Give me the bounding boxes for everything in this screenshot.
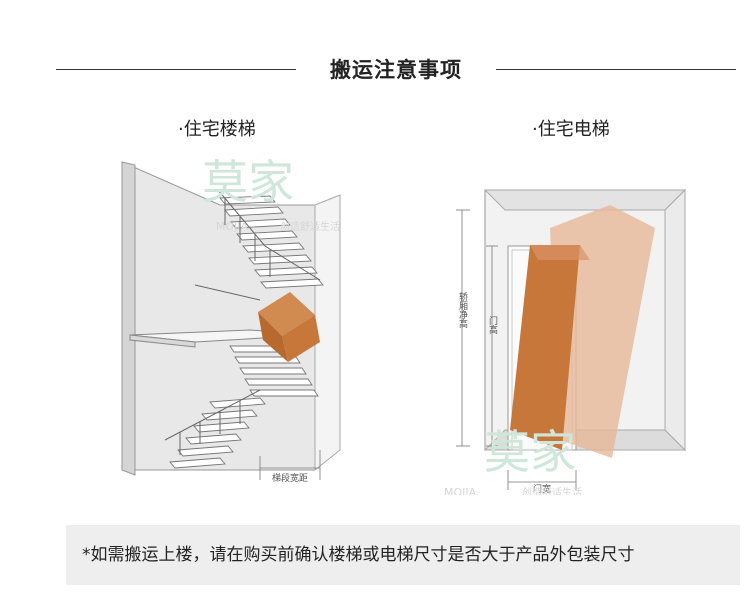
stairs-width-label: 梯段宽距 bbox=[272, 472, 308, 484]
stairs-package-box bbox=[258, 292, 320, 362]
page-title: 搬运注意事项 bbox=[330, 58, 462, 82]
header-divider-right bbox=[496, 69, 736, 70]
section-header: 搬运注意事项 bbox=[0, 52, 755, 88]
stairs-lower-flight bbox=[169, 397, 266, 469]
header-divider-left bbox=[56, 69, 296, 70]
elevator-height-dimension bbox=[456, 209, 470, 447]
elevator-height-label: 轿厢净高 bbox=[457, 291, 468, 329]
stairs-illustration: 莫家 MOJIA 创造舒适生活 梯段宽距 bbox=[100, 150, 400, 490]
elevator-caption: ·住宅电梯 bbox=[532, 119, 610, 140]
watermark-slogan: 创造舒适生活 bbox=[280, 220, 340, 233]
note-box: *如需搬运上楼，请在购买前确认楼梯或电梯尺寸是否大于产品外包装尺寸 bbox=[66, 525, 740, 585]
watermark-logo: 莫家 bbox=[202, 155, 294, 209]
elevator-door-width-label: 门宽 bbox=[533, 483, 551, 495]
stairs-upper-flight bbox=[219, 195, 324, 289]
watermark-brand: MOJIA bbox=[216, 220, 249, 233]
watermark-logo-2: 莫家 bbox=[484, 425, 576, 479]
stairs-railing bbox=[164, 189, 321, 455]
stairs-caption: ·住宅楼梯 bbox=[178, 119, 256, 140]
elevator-door-height-label: 门高 bbox=[487, 315, 498, 335]
note-text: *如需搬运上楼，请在购买前确认楼梯或电梯尺寸是否大于产品外包装尺寸 bbox=[82, 545, 635, 565]
elevator-door-height-dimension bbox=[486, 245, 498, 447]
stairs-width-dimension bbox=[259, 450, 321, 480]
watermark-slogan-2: 创造舒适生活 bbox=[522, 486, 582, 495]
elevator-door-width-dimension bbox=[507, 470, 577, 490]
elevator-illustration: 轿厢净高 门高 门宽 莫家 MOJIA 创造舒适生活 bbox=[440, 150, 720, 495]
watermark-brand-2: MOJIA bbox=[444, 486, 477, 495]
elevator-package-box bbox=[510, 245, 580, 450]
